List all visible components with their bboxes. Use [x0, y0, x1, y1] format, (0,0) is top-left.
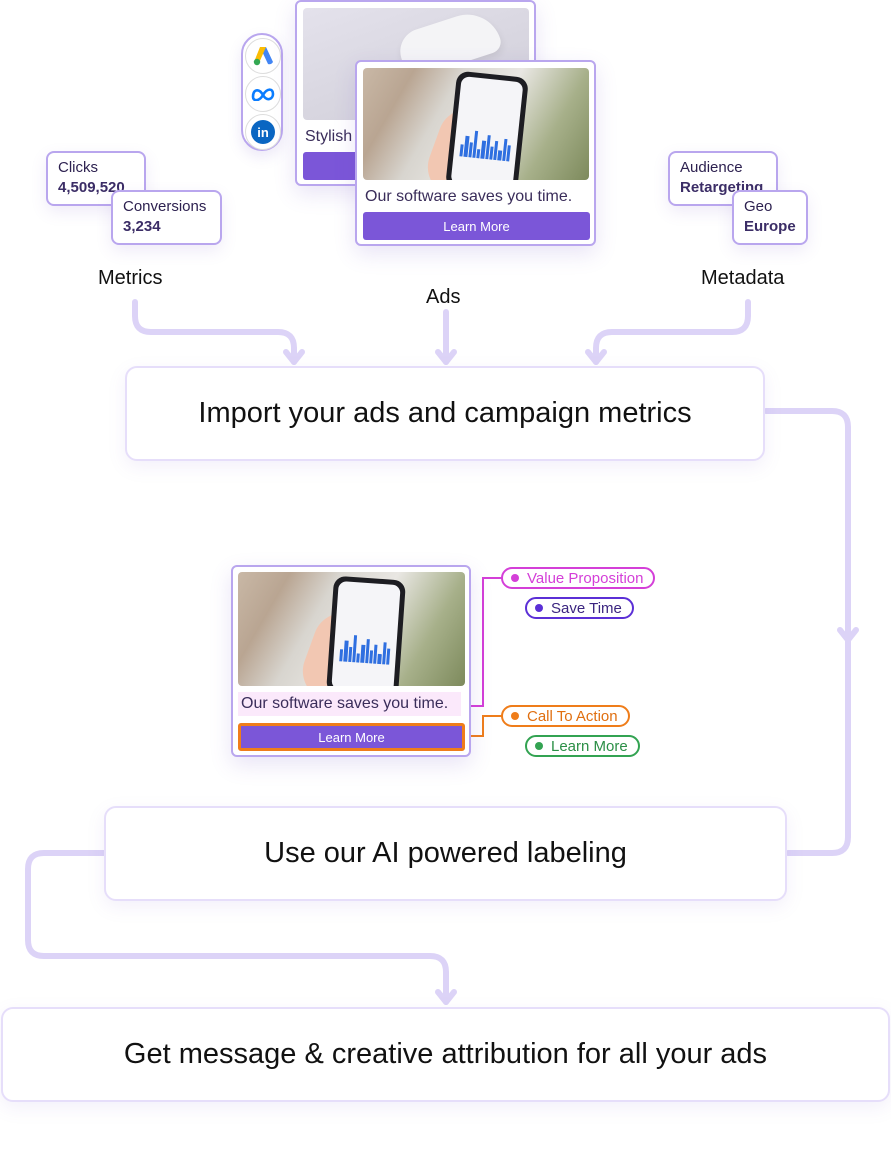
geo-card: Geo Europe: [732, 190, 808, 245]
import-step: Import your ads and campaign metrics: [125, 366, 765, 461]
attribution-step: Get message & creative attribution for a…: [1, 1007, 890, 1102]
clicks-value: 4,509,520: [58, 179, 125, 196]
labeled-ad-card: Our software saves you time. Learn More: [231, 565, 471, 757]
ads-caption: Ads: [426, 286, 461, 308]
audience-label: Audience: [680, 159, 743, 176]
geo-value: Europe: [744, 218, 796, 235]
learn-more-dot: [535, 742, 543, 750]
save-time-label: Save Time: [551, 599, 622, 617]
learn-more-tag: Learn More: [525, 735, 640, 757]
save-time-dot: [535, 604, 543, 612]
metrics-caption: Metrics: [98, 267, 163, 289]
conversions-card: Conversions 3,234: [111, 190, 222, 245]
conversions-value: 3,234: [123, 218, 161, 235]
call-to-action-dot: [511, 712, 519, 720]
geo-label: Geo: [744, 198, 773, 215]
meta-icon: [245, 76, 281, 112]
learn-more-label: Learn More: [551, 737, 628, 755]
platform-icons: in: [241, 33, 283, 151]
metadata-caption: Metadata: [701, 267, 785, 289]
labeled-ad-text: Our software saves you time.: [238, 692, 461, 716]
call-to-action-label: Call To Action: [527, 707, 618, 725]
conversions-label: Conversions: [123, 198, 207, 215]
phone-hand-image: [363, 68, 589, 180]
front-ad-text: Our software saves you time.: [365, 188, 573, 205]
labeling-step: Use our AI powered labeling: [104, 806, 787, 901]
value-proposition-dot: [511, 574, 519, 582]
value-proposition-tag: Value Proposition: [501, 567, 656, 589]
save-time-tag: Save Time: [525, 597, 634, 619]
value-proposition-label: Value Proposition: [527, 569, 644, 587]
labeled-ad-image: [238, 572, 465, 686]
front-ad-card: Our software saves you time. Learn More: [355, 60, 596, 246]
back-ad-button: [303, 152, 363, 180]
back-ad-text: Stylish: [305, 128, 353, 145]
call-to-action-tag: Call To Action: [501, 705, 630, 727]
linkedin-icon: in: [245, 114, 281, 150]
google-ads-icon: [245, 38, 281, 74]
audience-card: Audience Retargeting: [668, 151, 778, 206]
front-ad-button[interactable]: Learn More: [363, 212, 590, 240]
clicks-label: Clicks: [58, 159, 98, 176]
labeled-ad-button[interactable]: Learn More: [238, 723, 465, 751]
